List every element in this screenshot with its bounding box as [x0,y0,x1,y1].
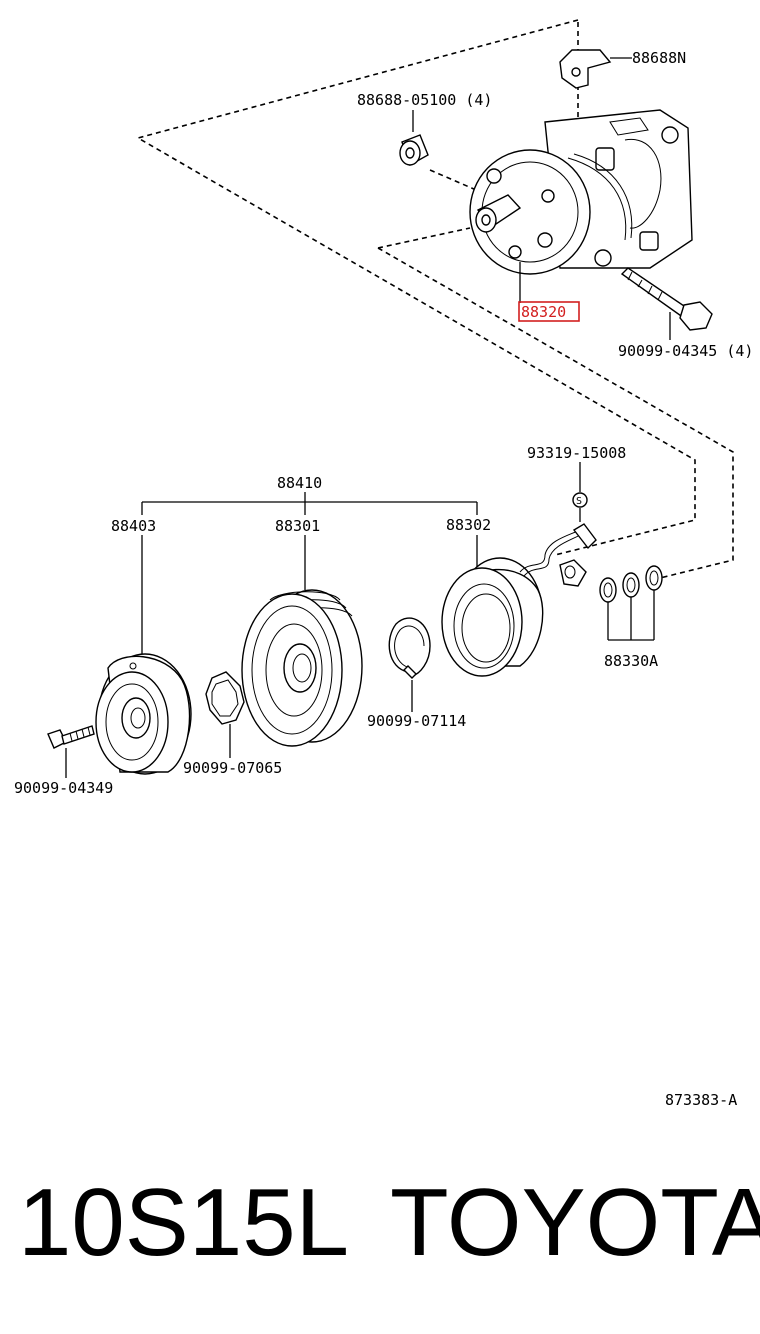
bolt-90099-04349[interactable] [47,725,95,778]
label-88688-05100: 88688-05100 (4) [357,91,492,109]
group-88410-bracket [141,492,478,662]
s-mark-label: S [576,496,582,507]
bracket-88688n[interactable] [559,49,632,89]
o-rings-88330a[interactable] [599,565,663,641]
figure-code: 873383-A [665,1091,737,1109]
label-88688n: 88688N [632,49,686,67]
clamp-93319-15008[interactable]: S [572,462,597,550]
label-88330a: 88330A [604,652,658,670]
bushing-88688-05100[interactable] [399,110,429,167]
label-90099-07065: 90099-07065 [183,759,282,777]
label-88410: 88410 [277,474,322,492]
brand-title: TOYOTA [390,1169,760,1276]
label-93319-15008: 93319-15008 [527,444,626,462]
clutch-hub-88403[interactable] [95,653,192,775]
pulley-88301[interactable] [241,589,363,747]
label-88302: 88302 [446,516,491,534]
label-90099-04345: 90099-04345 (4) [618,342,753,360]
label-88403: 88403 [111,517,156,535]
field-coil-88302[interactable] [441,529,587,677]
model-title: 10S15L [18,1169,349,1276]
label-90099-07114: 90099-07114 [367,712,466,730]
shim-90099-07065[interactable] [205,671,245,758]
compressor-88320[interactable] [469,109,693,275]
label-90099-04349: 90099-04349 [14,779,113,797]
snap-ring-90099-07114[interactable] [388,617,431,712]
bolt-90099-04345[interactable] [620,267,713,340]
label-88301: 88301 [275,517,320,535]
label-88320[interactable]: 88320 [521,303,566,321]
highlight-box-88320 [518,301,580,322]
